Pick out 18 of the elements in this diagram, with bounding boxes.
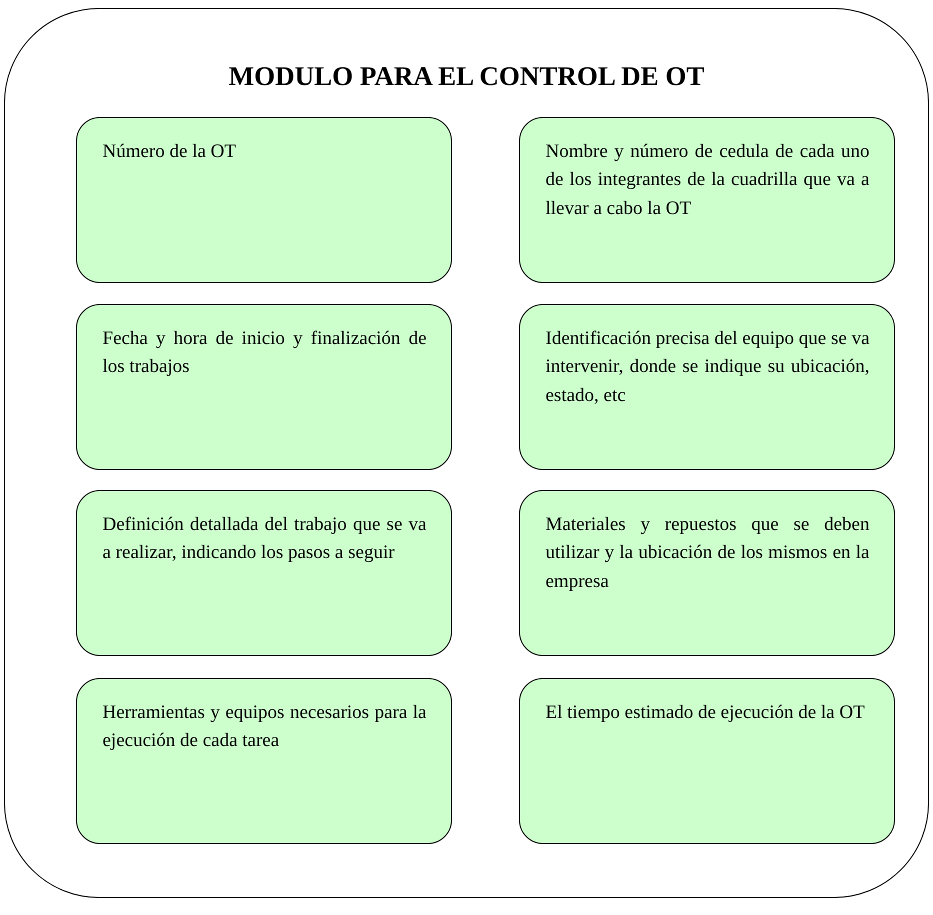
info-box bbox=[76, 304, 452, 470]
panel-title: MODULO PARA EL CONTROL DE OT bbox=[228, 61, 706, 92]
box-text: Nombre y número de cedula de cada uno de los integrantes de la cuadrilla que va a llevar a cabo la OT bbox=[546, 140, 870, 220]
info-box bbox=[518, 304, 894, 470]
info-box bbox=[518, 116, 894, 282]
box-text: Materiales y repuestos que se deben utilizar y la ubicación de los mismos en la empresa bbox=[546, 512, 870, 594]
box-text: Fecha y hora de inicio y finalización de los trabajos bbox=[102, 326, 426, 379]
info-box bbox=[518, 678, 894, 844]
module-panel bbox=[4, 8, 929, 898]
info-box bbox=[76, 116, 452, 282]
info-box bbox=[76, 678, 452, 844]
box-text: Número de la OT bbox=[102, 140, 237, 164]
box-text: Definición detallada del trabajo que se va a realizar, indicando los pasos a seguir bbox=[102, 512, 426, 565]
info-box bbox=[518, 490, 894, 656]
info-box bbox=[76, 490, 452, 656]
box-text: El tiempo estimado de ejecución de la OT bbox=[546, 700, 866, 724]
box-text: Herramientas y equipos necesarios para la ejecución de cada tarea bbox=[102, 700, 426, 753]
box-text: Identificación precisa del equipo que se va intervenir, donde se indique su ubicación, estado, etc bbox=[546, 326, 870, 408]
